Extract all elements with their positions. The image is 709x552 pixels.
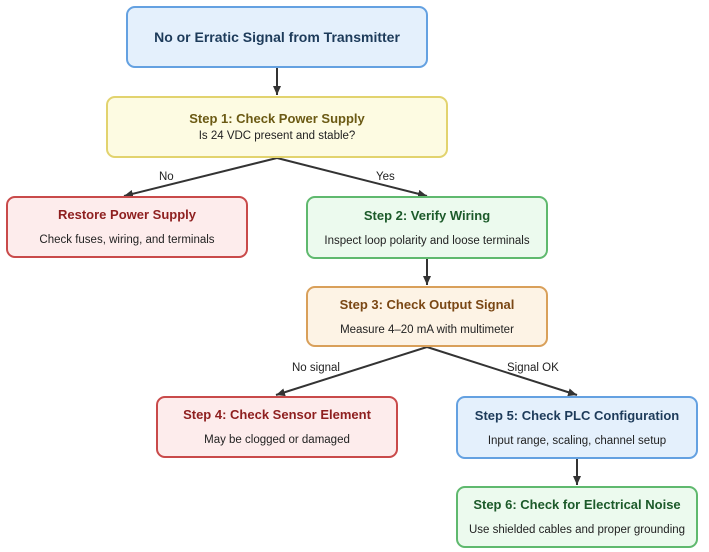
- step5-node: Step 5: Check PLC Configuration Input ra…: [456, 396, 698, 459]
- step6-title: Step 6: Check for Electrical Noise: [473, 497, 681, 512]
- step4-subtitle: May be clogged or damaged: [204, 434, 350, 446]
- edge-label-no: No: [159, 171, 174, 183]
- edge-step3-to-step5: [426, 346, 578, 397]
- step5-title: Step 5: Check PLC Configuration: [474, 407, 680, 423]
- step2-node: Step 2: Verify Wiring Inspect loop polar…: [306, 196, 548, 259]
- restore-node: Restore Power Supply Check fuses, wiring…: [6, 196, 248, 258]
- step4-node: Step 4: Check Sensor Element May be clog…: [156, 396, 398, 458]
- step5-subtitle: Input range, scaling, channel setup: [487, 434, 667, 447]
- edge-label-signal-ok: Signal OK: [507, 362, 559, 374]
- restore-subtitle: Check fuses, wiring, and terminals: [39, 234, 215, 246]
- step3-subtitle: Measure 4–20 mA with multimeter: [340, 323, 514, 336]
- step2-title: Step 2: Verify Wiring: [363, 207, 491, 223]
- step3-node: Step 3: Check Output Signal Measure 4–20…: [306, 286, 548, 347]
- edge-step1-to-step2: [276, 157, 428, 198]
- edge-label-no-signal: No signal: [292, 362, 340, 374]
- step2-subtitle: Inspect loop polarity and loose terminal…: [324, 234, 530, 247]
- edge-label-yes: Yes: [376, 171, 395, 183]
- step1-title: Step 1: Check Power Supply: [189, 111, 365, 126]
- edge-step3-to-step4: [275, 346, 428, 397]
- restore-title: Restore Power Supply: [58, 207, 196, 222]
- step6-subtitle: Use shielded cables and proper grounding: [468, 524, 686, 536]
- step6-node: Step 6: Check for Electrical Noise Use s…: [456, 486, 698, 548]
- step1-subtitle: Is 24 VDC present and stable?: [198, 130, 356, 142]
- step3-title: Step 3: Check Output Signal: [339, 296, 515, 312]
- start-node: No or Erratic Signal from Transmitter: [126, 6, 428, 68]
- step4-title: Step 4: Check Sensor Element: [183, 407, 371, 422]
- edge-step1-to-restore: [123, 157, 278, 198]
- step1-node: Step 1: Check Power Supply Is 24 VDC pre…: [106, 96, 448, 158]
- start-node-title: No or Erratic Signal from Transmitter: [154, 28, 400, 45]
